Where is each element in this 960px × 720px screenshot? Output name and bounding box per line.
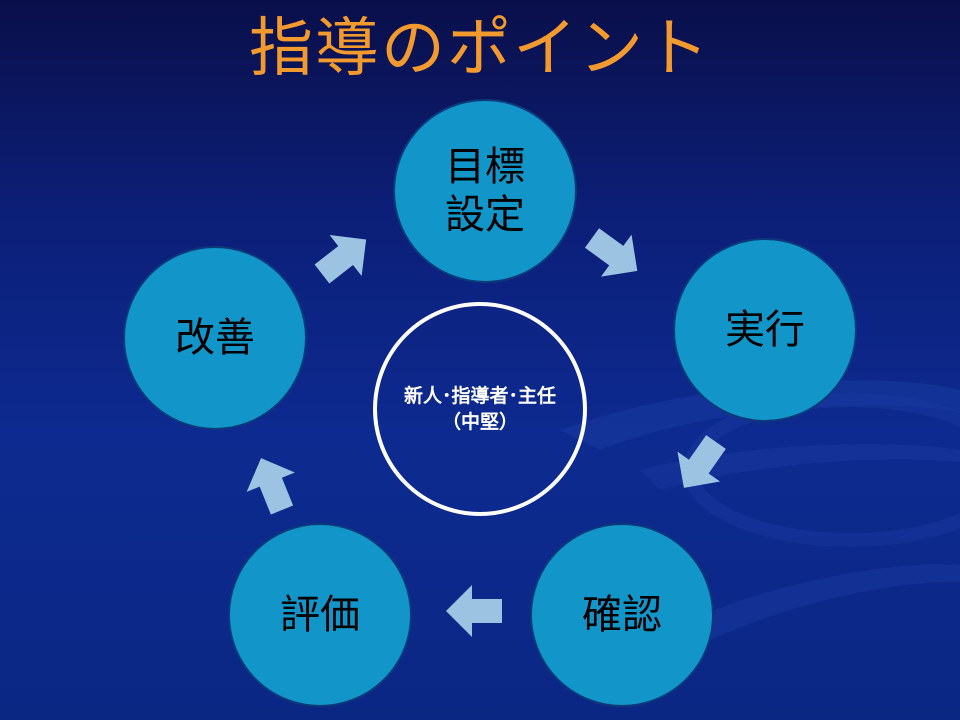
slide-title: 指導のポイント	[249, 12, 711, 86]
arrow-check-to-evaluate	[446, 585, 502, 637]
cycle-node-execute: 実行	[673, 238, 857, 422]
cycle-node-check: 確認	[530, 523, 714, 707]
arrow-execute-to-check	[677, 435, 726, 488]
node-label: 改善	[175, 315, 255, 361]
cycle-node-evaluate: 評価	[228, 523, 412, 707]
node-label: 目標 設定	[445, 144, 525, 238]
center-line-1: 新人･指導者･主任	[403, 385, 556, 407]
arrow-evaluate-to-improve	[246, 458, 295, 515]
cycle-node-goal-setting: 目標 設定	[393, 99, 577, 283]
node-label: 確認	[582, 592, 662, 638]
cycle-node-improve: 改善	[123, 246, 307, 430]
node-label: 実行	[725, 307, 805, 353]
arrow-improve-to-goal	[314, 235, 367, 284]
node-label: 評価	[280, 592, 360, 638]
arrow-goal-to-execute	[584, 228, 638, 277]
center-line-2: （中堅）	[441, 411, 518, 433]
center-circle: 新人･指導者･主任 （中堅）	[373, 302, 587, 516]
